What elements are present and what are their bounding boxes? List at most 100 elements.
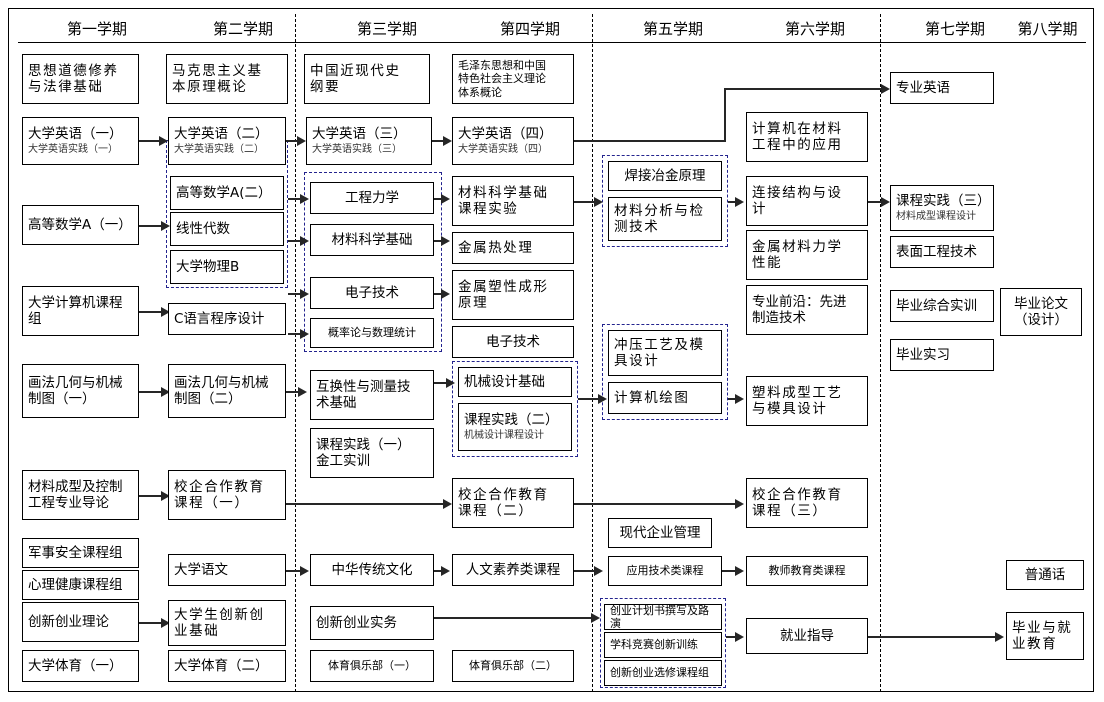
course-box-b22[interactable]: C语言程序设计 [168,303,286,335]
course-box-b14[interactable]: 材料科学基础 [310,224,434,256]
course-box-b2[interactable]: 马克思主义基 本原理概论 [166,54,288,104]
course-box-b58[interactable]: 塑料成型工艺 与模具设计 [746,376,868,426]
course-box-b43[interactable]: 人文素养类课程 [452,554,574,586]
course-box-b26[interactable]: 课程实践（一） 金工实训 [310,428,434,478]
course-box-b28[interactable]: 课程实践（二）机械设计课程设计 [458,403,572,451]
course-box-b25[interactable]: 互换性与测量技 术基础 [310,370,434,420]
course-box-b16[interactable]: 概率论与数理统计 [310,318,434,348]
course-box-b40[interactable]: 中华传统文化 [310,554,434,586]
course-box-b63[interactable]: 表面工程技术 [890,236,994,268]
course-box-b3[interactable]: 中国近现代史 纲要 [304,54,430,104]
diagram-frame [8,8,1094,692]
course-box-b33[interactable]: 军事安全课程组 [22,538,139,568]
course-box-b60[interactable]: 就业指导 [746,618,868,654]
course-box-b46[interactable]: 材料分析与检 测技术 [608,197,722,241]
course-box-b11[interactable]: 大学物理B [170,250,284,284]
course-box-b12[interactable]: 高等数学A（一） [22,205,139,245]
course-box-b47[interactable]: 冲压工艺及模 具设计 [608,330,722,376]
course-title: 创新创业实务 [316,614,397,631]
course-box-b13[interactable]: 工程力学 [310,182,434,214]
course-box-b34[interactable]: 心理健康课程组 [22,570,139,600]
course-title: 金属塑性成形 原理 [458,278,549,311]
course-title: 材料科学基础 [331,231,413,248]
arrow-connect-to-practice3-segment [868,201,886,203]
course-box-b10[interactable]: 线性代数 [170,212,284,246]
course-box-b55[interactable]: 连接结构与设 计 [746,176,868,226]
course-box-b62[interactable]: 课程实践（三）材料成型课程设计 [890,185,994,231]
semester-header-7: 第七学期 [924,20,985,38]
course-box-b44[interactable]: 体育俱乐部（二） [452,650,574,682]
course-box-b8[interactable]: 大学英语（四）大学英语实践（四） [452,117,574,165]
arrow-innovgroup-career-segment [726,636,742,638]
course-box-b56[interactable]: 金属材料力学 性能 [746,230,868,280]
arrow-draw2-interchange-arrowhead [298,387,307,397]
course-title: 课程实践（二） [464,411,559,428]
course-box-b50[interactable]: 应用技术类课程 [608,556,722,586]
course-title: 表面工程技术 [896,243,977,260]
semester-header-6: 第六学期 [784,20,845,38]
arrow-innovation-base-arrowhead [161,618,170,628]
course-box-b45[interactable]: 焊接冶金原理 [608,161,722,191]
course-subtitle: 大学英语实践（三） [312,144,402,156]
course-box-b49[interactable]: 现代企业管理 [608,518,712,548]
course-title: 毛泽东思想和中国 特色社会主义理论 体系概论 [458,58,546,99]
course-box-b27[interactable]: 机械设计基础 [458,367,572,397]
arrow-interchange-mechdesign-segment [434,382,450,384]
course-box-b29[interactable]: 材料成型及控制 工程专业导论 [22,470,139,520]
arrow-eng2-eng3-segment [286,140,301,142]
course-title: 应用技术类课程 [626,564,704,578]
arrow-matsci-lab-to-weld-segment [574,201,596,203]
course-box-b15[interactable]: 电子技术 [310,277,434,309]
arrow-to-matsci-arrowhead [300,236,309,246]
course-box-b35[interactable]: 创新创业理论 [22,602,139,642]
course-title: 马克思主义基 本原理概论 [172,62,263,95]
course-box-b37[interactable]: 大学语文 [168,554,286,586]
course-box-b57[interactable]: 专业前沿：先进 制造技术 [746,285,868,335]
course-box-b66[interactable]: 毕业论文 （设计） [1000,288,1082,336]
semester-header-3: 第三学期 [356,20,417,38]
course-box-b61[interactable]: 专业英语 [890,72,994,104]
course-box-b41[interactable]: 创新创业实务 [310,606,434,640]
course-box-b51[interactable]: 创业计划书撰写及路演 [604,604,722,630]
course-box-b7[interactable]: 大学英语（三）大学英语实践（三） [306,117,432,165]
course-title: 机械设计基础 [464,373,545,390]
course-box-b21[interactable]: 大学计算机课程 组 [22,286,139,336]
course-box-b42[interactable]: 体育俱乐部（一） [310,650,434,682]
course-box-b4[interactable]: 毛泽东思想和中国 特色社会主义理论 体系概论 [452,54,574,104]
course-box-b52[interactable]: 学科竞赛创新训练 [604,632,722,658]
course-title: 材料科学基础 课程实验 [458,184,549,217]
course-box-b17[interactable]: 材料科学基础 课程实验 [452,176,574,226]
course-title: 大学体育（一） [28,657,123,674]
course-box-b24[interactable]: 画法几何与机械 制图（二） [168,364,286,418]
course-box-b9[interactable]: 高等数学A(二） [170,176,284,210]
course-subtitle: 材料成型课程设计 [896,211,976,223]
course-title: 创新创业理论 [28,613,109,630]
course-title: 人文素养类课程 [465,561,561,578]
course-box-b38[interactable]: 大学生创新创 业基础 [168,600,286,646]
course-box-b64[interactable]: 毕业综合实训 [890,290,994,322]
course-box-b18[interactable]: 金属热处理 [452,232,574,264]
course-box-b5[interactable]: 大学英语（一）大学英语实践（一） [22,117,139,165]
course-box-b32[interactable]: 校企合作教育 课程（三） [746,478,868,528]
course-box-b59[interactable]: 教师教育类课程 [746,556,868,586]
course-box-b36[interactable]: 大学体育（一） [22,650,139,682]
course-box-b30[interactable]: 校企合作教育 课程（一） [168,470,286,520]
course-box-b20[interactable]: 电子技术 [452,326,574,358]
course-box-b54[interactable]: 计算机在材料 工程中的应用 [746,112,868,162]
course-box-b53[interactable]: 创新创业选修课程组 [604,660,722,686]
arrow-coop1-coop2-arrowhead [443,499,452,509]
course-title: 线性代数 [176,220,230,237]
course-box-b65[interactable]: 毕业实习 [890,339,994,371]
course-box-b48[interactable]: 计算机绘图 [608,382,722,414]
course-box-b23[interactable]: 画法几何与机械 制图（一） [22,364,139,418]
arrow-to-eng-mech-segment [288,198,304,200]
course-box-b39[interactable]: 大学体育（二） [168,650,286,682]
course-box-b31[interactable]: 校企合作教育 课程（二） [452,478,574,528]
arrow-matsci-heat-arrowhead [441,236,450,246]
course-box-b6[interactable]: 大学英语（二）大学英语实践（二） [168,117,286,165]
course-box-b68[interactable]: 毕业与就 业教育 [1006,612,1084,660]
course-title: 专业英语 [896,79,950,96]
course-box-b19[interactable]: 金属塑性成形 原理 [452,270,574,320]
course-box-b1[interactable]: 思想道德修养 与法律基础 [22,54,139,104]
course-box-b67[interactable]: 普通话 [1006,560,1084,590]
